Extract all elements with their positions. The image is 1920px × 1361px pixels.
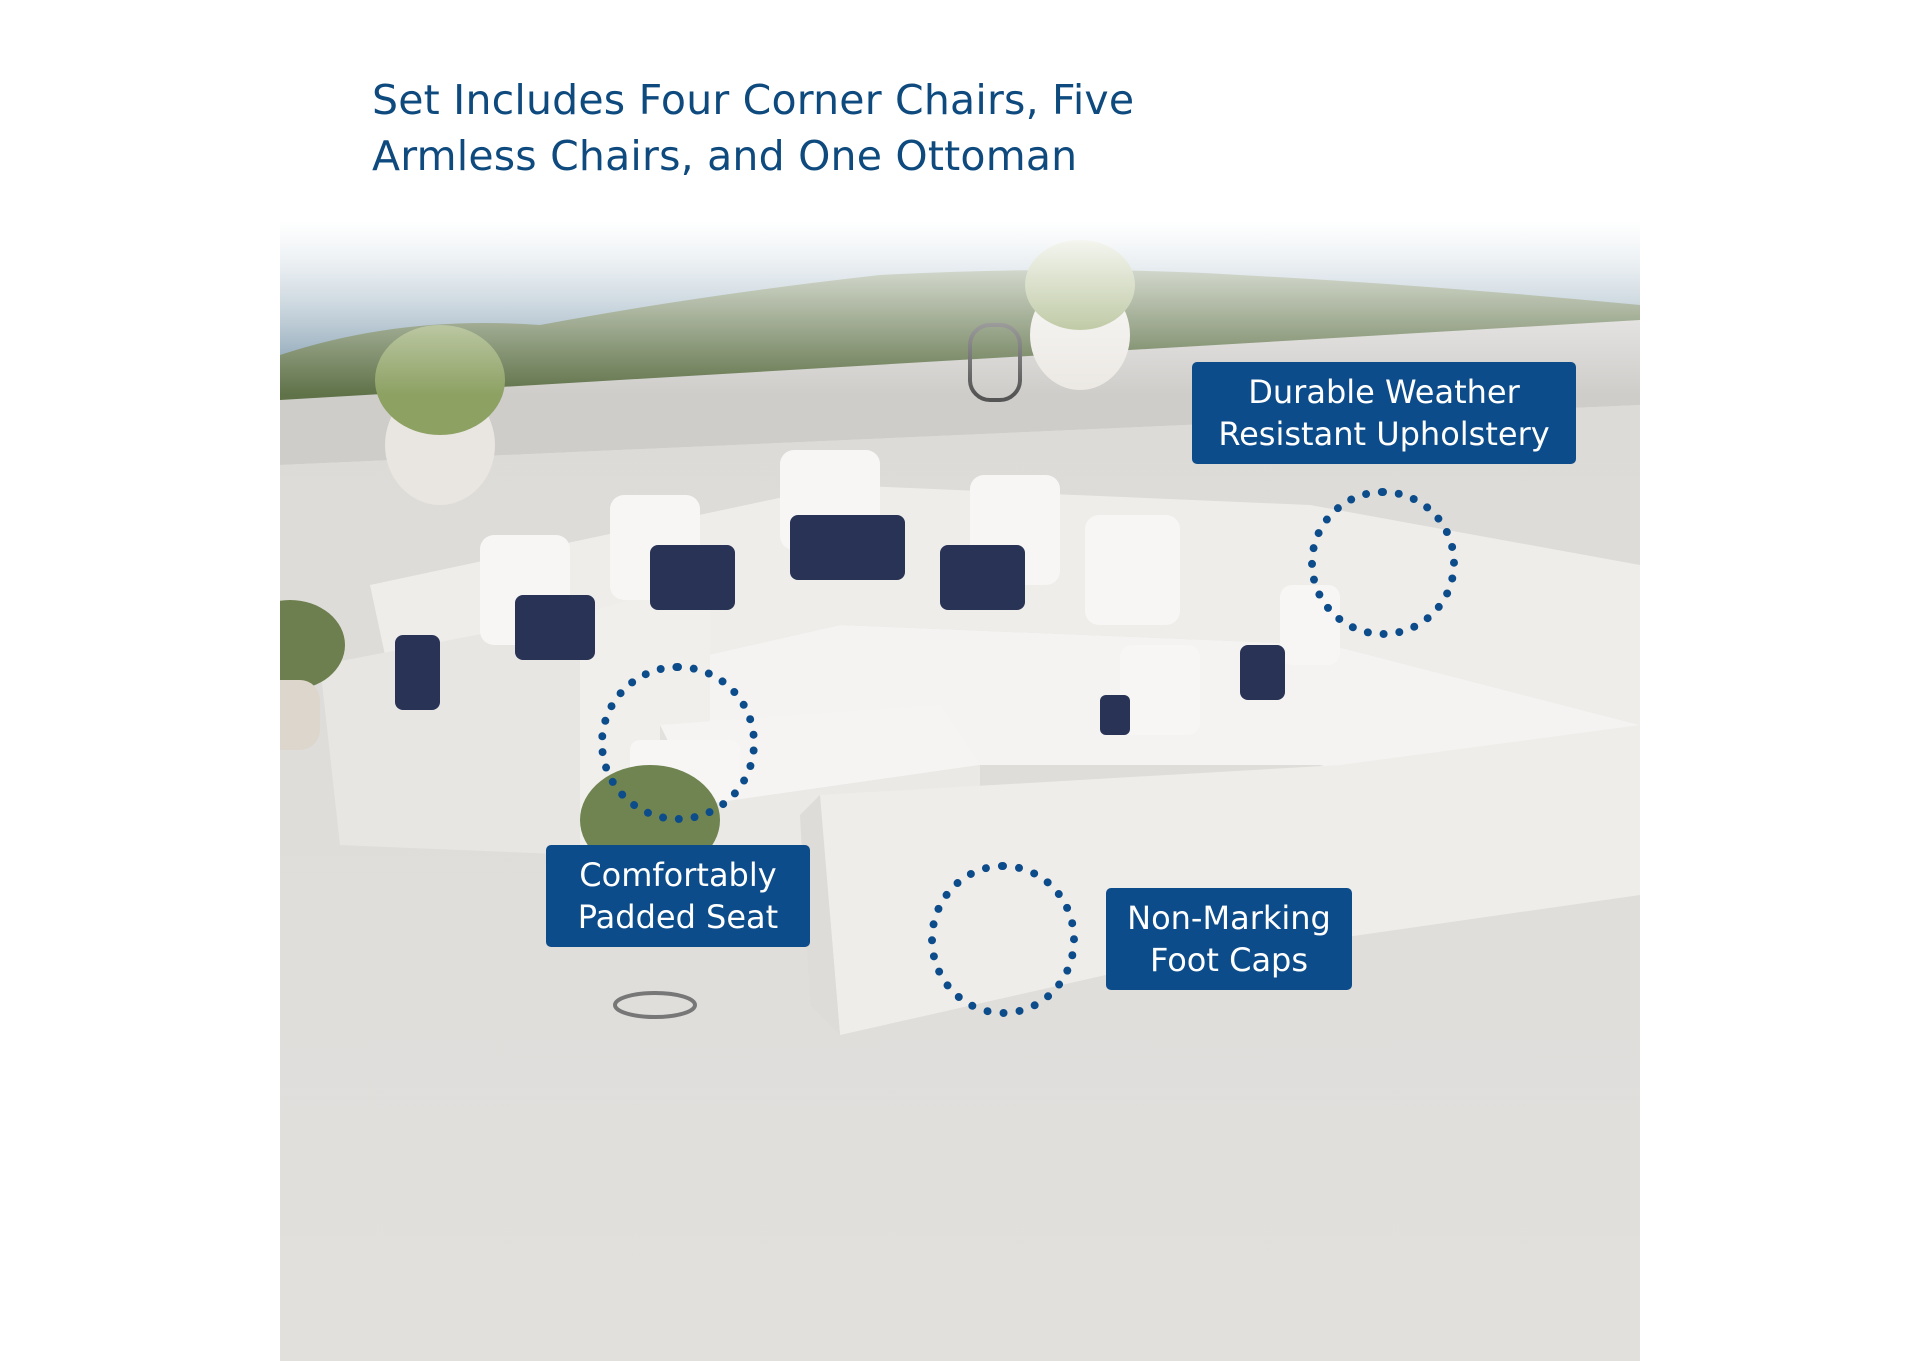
callout-foot-caps: Non-Marking Foot Caps: [1106, 888, 1352, 990]
callout-upholstery-line-1: Durable Weather: [1248, 373, 1520, 411]
highlight-circle-footcaps: [928, 862, 1078, 1017]
callout-footcaps-line-2: Foot Caps: [1149, 941, 1309, 979]
callout-padded-seat: Comfortably Padded Seat: [546, 845, 810, 947]
callout-footcaps-line-1: Non-Marking: [1127, 899, 1331, 937]
highlight-circle-seat: [598, 663, 758, 823]
callout-upholstery: Durable Weather Resistant Upholstery: [1192, 362, 1576, 464]
callout-upholstery-line-2: Resistant Upholstery: [1218, 415, 1550, 453]
headline-line-2: Armless Chairs, and One Ottoman: [372, 132, 1078, 180]
callout-seat-line-2: Padded Seat: [577, 898, 779, 936]
callout-seat-line-1: Comfortably: [579, 856, 777, 894]
highlight-circle-upholstery: [1308, 488, 1458, 638]
headline-line-1: Set Includes Four Corner Chairs, Five: [372, 76, 1135, 124]
page-headline: Set Includes Four Corner Chairs, Five Ar…: [372, 72, 1272, 184]
